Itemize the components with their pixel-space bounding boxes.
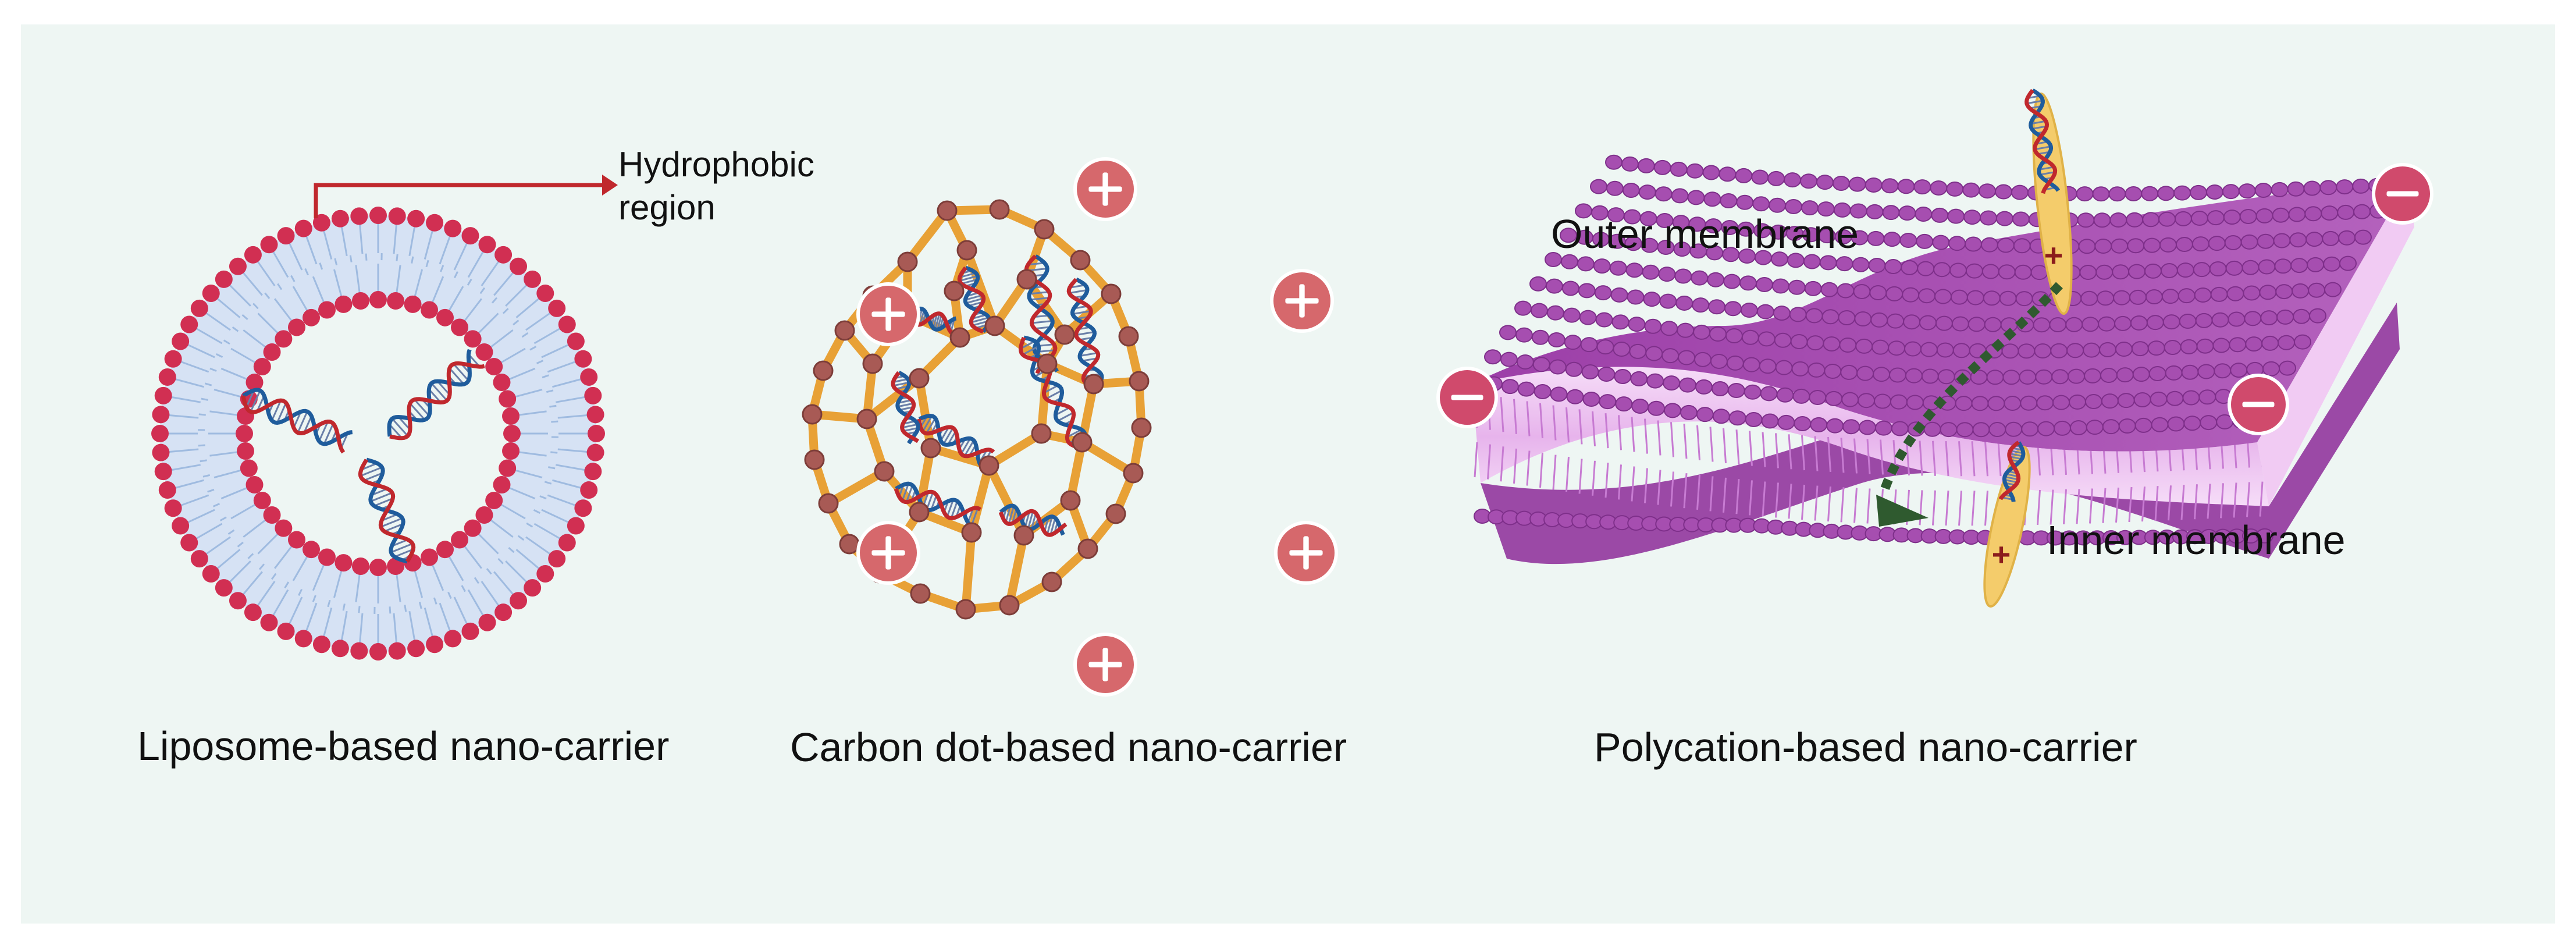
dna-strand xyxy=(1998,441,2026,502)
carbon-dot-dna-strands xyxy=(891,254,1104,537)
polycation-lower: + xyxy=(1983,445,2031,608)
svg-text:+: + xyxy=(1992,536,2011,573)
membrane-side-wall xyxy=(1472,367,2269,506)
positive-charge-icon xyxy=(1073,633,1137,697)
dna-strand xyxy=(891,370,921,445)
membrane-illustration: + + xyxy=(1436,88,2433,608)
positive-charge-icon xyxy=(1270,269,1334,333)
outer-leaflet-heads xyxy=(151,207,605,661)
negative-charge-icon xyxy=(1436,367,1498,428)
translocation-arrow xyxy=(1876,282,2063,527)
outer-leaflet-tails xyxy=(164,219,592,648)
hydrophobic-region-label: Hydrophobic region xyxy=(618,143,814,229)
liposome-illustration xyxy=(151,207,605,661)
dna-strand xyxy=(1066,277,1104,387)
positive-charge-icon xyxy=(1274,521,1338,585)
carbon-dot-illustration xyxy=(802,157,1338,697)
negative-charge-icon xyxy=(2372,163,2433,225)
hydrophobic-label-line1: Hydrophobic xyxy=(618,145,814,184)
carbon-atoms xyxy=(802,199,1152,620)
membrane-lipid-heads xyxy=(1469,154,2402,546)
dna-strand xyxy=(957,265,992,334)
carbon-dot-caption: Carbon dot-based nano-carrier xyxy=(790,725,1347,770)
polycation-caption: Polycation-based nano-carrier xyxy=(1594,725,2137,770)
liposome-caption: Liposome-based nano-carrier xyxy=(137,723,670,769)
dna-strand xyxy=(2024,88,2061,194)
hydrophobic-label-line2: region xyxy=(618,188,716,227)
outer-membrane-label: Outer membrane xyxy=(1551,211,1859,257)
positive-charges xyxy=(856,157,1338,697)
positive-charge-icon xyxy=(856,282,920,346)
dna-strand xyxy=(241,388,353,454)
negative-charges xyxy=(1436,163,2433,435)
dna-strand xyxy=(358,457,416,564)
positive-charge-icon xyxy=(1073,157,1137,221)
positive-charge-icon xyxy=(856,521,920,585)
inner-membrane-label: Inner membrane xyxy=(2047,517,2346,563)
dna-strand xyxy=(894,481,982,528)
membrane-dna-strands xyxy=(1998,88,2061,502)
negative-charge-icon xyxy=(2228,374,2289,435)
liposome-dna-strands xyxy=(241,349,485,564)
hydrophobic-region-arrow xyxy=(314,175,618,218)
svg-text:+: + xyxy=(2044,237,2063,274)
dna-strand xyxy=(387,349,485,441)
inner-leaflet-tails xyxy=(208,264,548,603)
dna-strand xyxy=(1018,335,1088,450)
